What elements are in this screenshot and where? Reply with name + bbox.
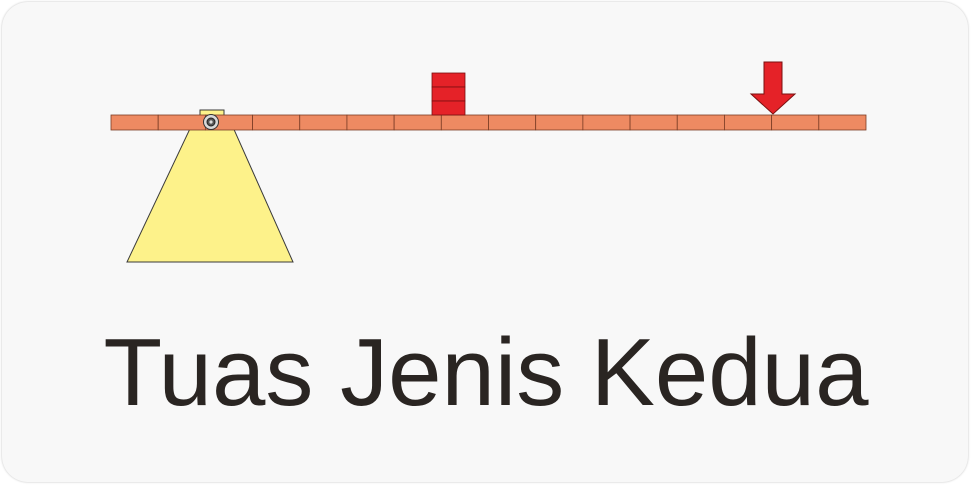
fulcrum-support xyxy=(126,115,294,263)
beam-segment xyxy=(488,114,537,131)
beam-segment xyxy=(771,114,820,131)
load-block xyxy=(431,100,466,116)
beam-segment xyxy=(440,114,489,131)
load-weight xyxy=(431,72,466,116)
beam-segment xyxy=(299,114,348,131)
beam-segment xyxy=(157,114,206,131)
beam-segment xyxy=(535,114,584,131)
pivot-icon xyxy=(203,114,219,130)
effort-arrow-icon xyxy=(749,61,797,115)
beam-segment xyxy=(393,114,442,131)
beam-segment xyxy=(110,114,159,131)
diagram-title: Tuas Jenis Kedua xyxy=(103,319,869,426)
lever-beam xyxy=(110,114,867,131)
load-block xyxy=(431,86,466,102)
beam-segment xyxy=(582,114,631,131)
beam-segment xyxy=(676,114,725,131)
load-block xyxy=(431,72,466,88)
beam-segment xyxy=(629,114,678,131)
beam-segment xyxy=(252,114,301,131)
beam-segment xyxy=(818,114,867,131)
beam-segment xyxy=(346,114,395,131)
beam-segment xyxy=(724,114,773,131)
